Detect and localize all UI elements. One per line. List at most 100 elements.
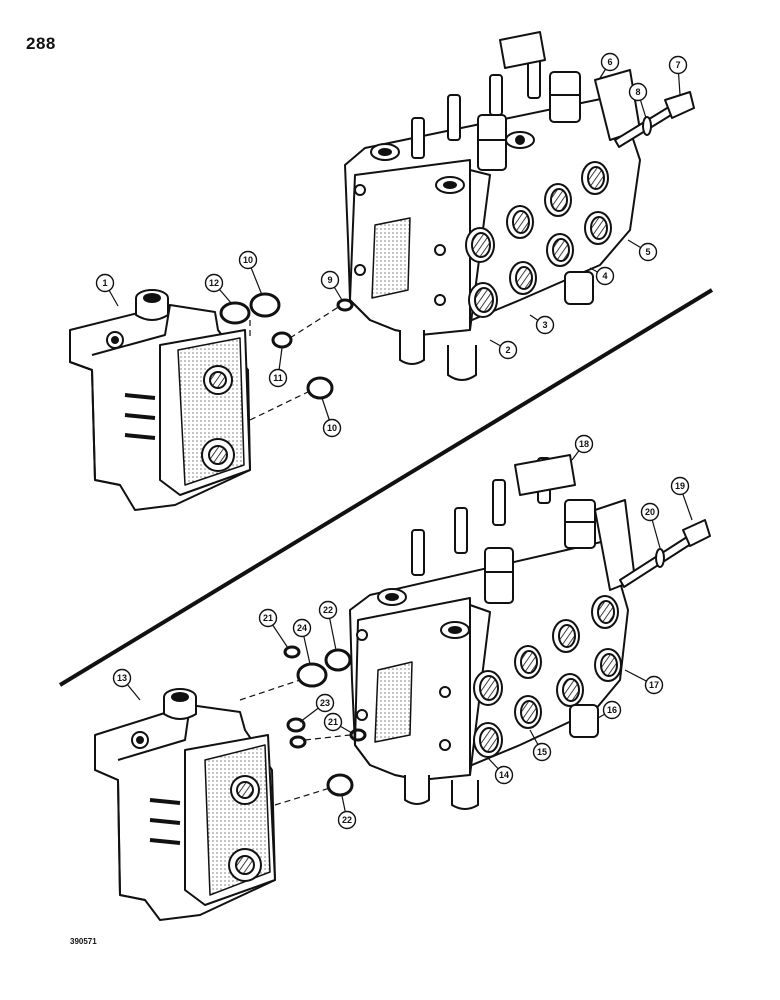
callout-circle <box>602 700 622 720</box>
lower-valve-block <box>349 454 636 810</box>
lower-callout-21: 21 <box>323 712 353 734</box>
upper-callout-1: 1 <box>95 273 119 307</box>
callout-number: 21 <box>263 613 273 623</box>
callout-number: 7 <box>675 60 680 70</box>
lower-callout-21: 21 <box>258 608 289 649</box>
lower-assembly <box>94 454 711 921</box>
lower-ports <box>473 595 622 758</box>
callout-circle <box>532 742 552 762</box>
callout-number: 6 <box>607 57 612 67</box>
upper-bottom-plugs <box>399 271 594 381</box>
lower-callout-15: 15 <box>529 729 552 762</box>
callout-circle <box>638 242 658 262</box>
upper-spool-lugs <box>411 31 546 159</box>
lower-seals <box>239 645 367 806</box>
lower-spool-lugs <box>411 454 576 576</box>
upper-callout-10: 10 <box>321 397 342 438</box>
lower-callout-17: 17 <box>624 669 664 695</box>
lower-callout-24: 24 <box>292 618 312 665</box>
callout-number: 16 <box>607 705 617 715</box>
upper-callout-11: 11 <box>268 347 288 388</box>
figure-code: 390571 <box>70 937 97 946</box>
callout-circle <box>337 810 357 830</box>
upper-callout-9: 9 <box>320 270 343 301</box>
callout-circle <box>204 273 224 293</box>
lower-inlet-cover <box>94 688 276 921</box>
callout-circle <box>600 52 620 72</box>
callout-circle <box>644 675 664 695</box>
page-number: 288 <box>26 34 56 53</box>
callout-circle <box>292 618 312 638</box>
callout-number: 4 <box>602 271 607 281</box>
lower-callouts: 13 14 15 16 17 18 19 20 21 22 23 24 21 22 <box>112 434 693 830</box>
callout-circle <box>95 273 115 293</box>
upper-callout-2: 2 <box>489 339 518 360</box>
lower-callout-19: 19 <box>670 476 693 521</box>
callout-number: 1 <box>102 278 107 288</box>
callout-number: 13 <box>117 673 127 683</box>
callout-circle <box>535 315 555 335</box>
callout-number: 14 <box>499 770 509 780</box>
callout-circle <box>494 765 514 785</box>
callout-number: 10 <box>327 423 337 433</box>
lower-bolt <box>619 519 711 588</box>
callout-number: 21 <box>328 717 338 727</box>
callout-circle <box>318 600 338 620</box>
callout-number: 9 <box>327 275 332 285</box>
callout-number: 17 <box>649 680 659 690</box>
upper-callout-3: 3 <box>529 314 555 335</box>
callout-number: 12 <box>209 278 219 288</box>
callout-circle <box>322 418 342 438</box>
upper-ports <box>465 161 612 318</box>
lower-callout-23: 23 <box>299 693 335 723</box>
upper-seals <box>219 292 354 421</box>
callout-number: 8 <box>635 87 640 97</box>
callout-number: 18 <box>579 439 589 449</box>
callout-circle <box>112 668 132 688</box>
callout-circle <box>574 434 594 454</box>
upper-assembly <box>69 31 695 511</box>
lower-callout-22: 22 <box>318 600 338 651</box>
lower-callout-16: 16 <box>597 700 622 720</box>
upper-callout-6: 6 <box>599 52 620 79</box>
callout-circle <box>628 82 648 102</box>
callout-number: 20 <box>645 507 655 517</box>
upper-callout-10: 10 <box>238 250 263 296</box>
callout-circle <box>258 608 278 628</box>
upper-spool-caps <box>370 71 581 194</box>
callout-circle <box>268 368 288 388</box>
callout-number: 15 <box>537 747 547 757</box>
callout-number: 10 <box>243 255 253 265</box>
callout-circle <box>238 250 258 270</box>
callout-number: 24 <box>297 623 307 633</box>
divider-line <box>58 288 714 687</box>
lower-callout-22: 22 <box>337 795 357 830</box>
upper-bolt <box>614 91 695 148</box>
upper-callout-7: 7 <box>668 55 688 96</box>
lower-bottom-plugs <box>404 704 599 810</box>
lower-callout-18: 18 <box>571 434 594 461</box>
callout-circle <box>670 476 690 496</box>
callout-circle <box>315 693 335 713</box>
callout-number: 2 <box>505 345 510 355</box>
lower-callout-13: 13 <box>112 668 141 701</box>
upper-callout-5: 5 <box>627 239 658 262</box>
upper-valve-block <box>344 31 641 381</box>
callout-number: 22 <box>323 605 333 615</box>
lower-spool-caps <box>377 499 596 639</box>
lower-callout-14: 14 <box>487 757 514 785</box>
lower-callout-20: 20 <box>640 502 661 549</box>
callout-number: 22 <box>342 815 352 825</box>
upper-callout-4: 4 <box>589 266 615 286</box>
callout-number: 5 <box>645 247 650 257</box>
upper-inlet-cover <box>69 289 251 511</box>
callout-circle <box>668 55 688 75</box>
callout-circle <box>320 270 340 290</box>
callout-circle <box>323 712 343 732</box>
callout-circle <box>498 340 518 360</box>
callout-number: 11 <box>273 373 283 383</box>
upper-callout-12: 12 <box>204 273 233 305</box>
callout-circle <box>640 502 660 522</box>
